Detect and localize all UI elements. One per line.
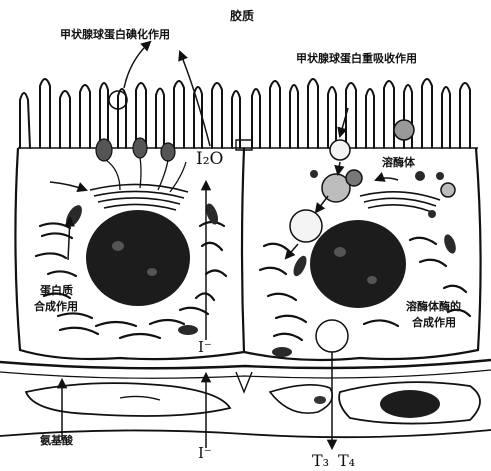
arrow-into-golgi [50, 182, 86, 190]
label-iodination: 甲状腺球蛋白碘化作用 [60, 27, 170, 41]
golgi-right [360, 192, 440, 212]
endothelial-dot [314, 396, 326, 404]
cell-junction-boundary [242, 148, 244, 352]
label-lysosome-synthesis-1: 溶酶体酶的 [406, 299, 461, 313]
label-lysosome-synthesis-2: 合成作用 [412, 315, 456, 329]
label-amino-acid: 氨基酸 [40, 433, 74, 447]
cell-outlines [15, 140, 480, 360]
arrow-droplet-merge [316, 196, 328, 212]
nucleus-left [86, 210, 190, 306]
label-iodide-lower: I⁻ [198, 444, 212, 462]
label-iodine-formula: I₂O [196, 149, 223, 169]
label-hormone-t3: T₃ [312, 451, 329, 470]
arrow-droplet-down [338, 162, 340, 174]
label-hormone-t4: T₄ [338, 451, 355, 470]
label-protein-synthesis-1: 蛋白质 [40, 283, 73, 297]
label-lysosome: 溶酶体 [382, 155, 416, 169]
basement-membrane [0, 360, 491, 368]
nucleus-right [310, 220, 406, 308]
thyroid-hormone-release-vesicle [316, 320, 348, 352]
arrow-lysosome-to-droplet [376, 178, 398, 180]
label-reabsorption: 甲状腺球蛋白重吸收作用 [296, 51, 417, 65]
capillary-left [26, 383, 230, 416]
endothelial-nucleus [380, 390, 440, 418]
label-colloid: 胶质 [230, 8, 254, 23]
arrow-iodination-vesicle [124, 42, 150, 88]
label-iodide-upper: I⁻ [198, 338, 212, 356]
capillary-wall-lower [0, 430, 491, 437]
label-protein-synthesis-2: 合成作用 [34, 299, 78, 313]
